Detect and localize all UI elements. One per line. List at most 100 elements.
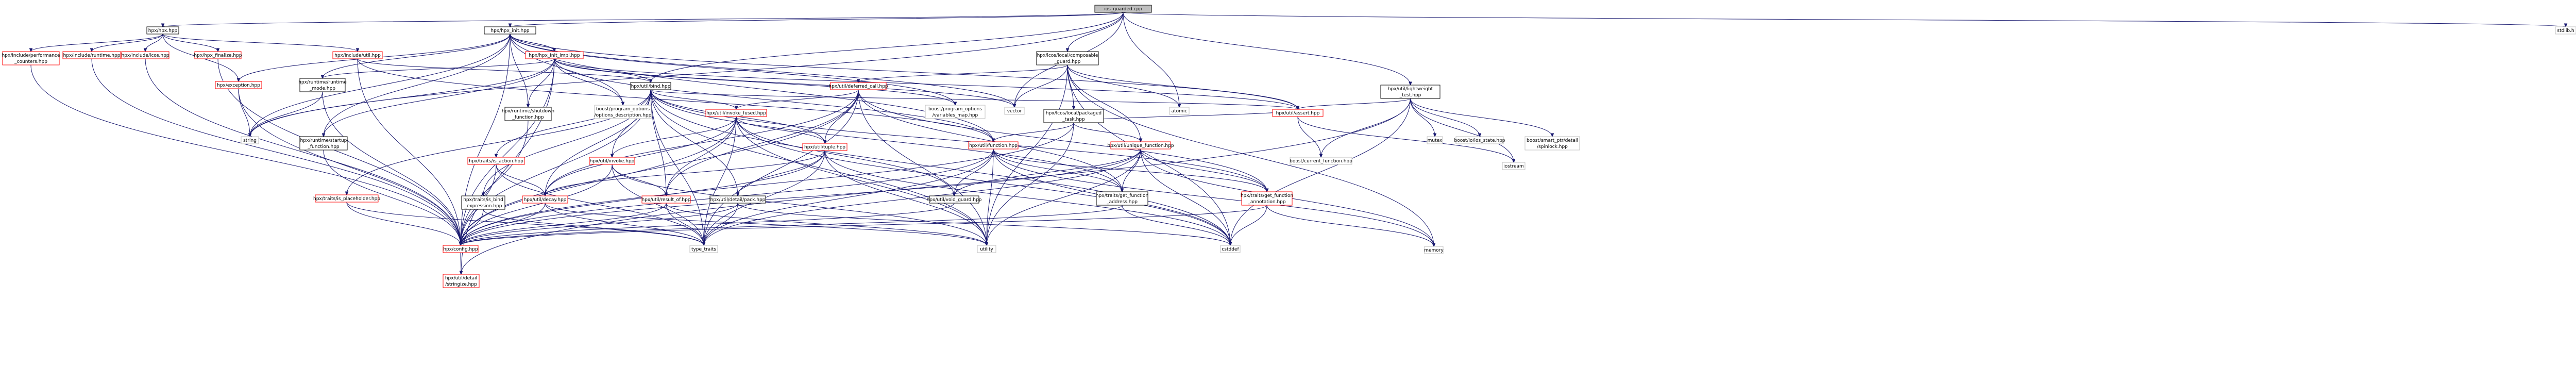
node-decay[interactable]: hpx/util/decay.hpp [522,195,568,204]
node-box [1094,5,1152,13]
node-invoke_fused[interactable]: hpx/util/invoke_fused.hpp [705,109,767,117]
node-box [1524,136,1580,151]
node-stringize[interactable]: hpx/util/detail/stringize.hpp [443,274,480,288]
node-tuple[interactable]: hpx/util/tuple.hpp [802,143,848,151]
node-pack[interactable]: hpx/util/detail/pack.hpp [709,195,766,204]
node-box [641,195,691,204]
node-shutdown_fn[interactable]: hpx/runtime/shutdown_function.hpp [502,107,554,121]
node-label: atomic [1172,109,1188,114]
node-get_fn_addr[interactable]: hpx/traits/get_function_address.hpp [1096,191,1148,206]
node-deferred[interactable]: hpx/util/deferred_call.hpp [828,82,888,90]
edge-get_fn_annot-to-cstddef [1230,205,1267,245]
node-box [830,82,887,90]
node-assert[interactable]: hpx/util/assert.hpp [1272,109,1324,117]
edge-packaged-to-function [993,122,1074,142]
edge-lightweight-to-mutex [1410,98,1435,137]
node-iostream: iostream [1502,162,1526,170]
node-po_varmap: boost/program_options/variables_map.hpp [925,105,986,119]
node-label: /variables_map.hpp [933,113,978,118]
node-void_guard[interactable]: hpx/util/void_guard.hpp [927,195,982,204]
node-label: boost/program_options [928,107,982,112]
node-lcos_inc[interactable]: hpx/include/lcos.hpp [121,51,170,59]
edge-lightweight-to-cstddef [1230,98,1411,245]
node-is_action[interactable]: hpx/traits/is_action.hpp [467,157,525,165]
edge-pack-to-type_traits [704,203,738,245]
node-label: boost/smart_ptr/detail [1527,138,1578,143]
node-label: hpx/include/lcos.hpp [121,53,169,58]
node-perf[interactable]: hpx/include/performance_counters.hpp [2,51,60,65]
edge-lcos_inc-to-config [145,58,461,245]
edge-hpx_init_impl-to-string [250,58,555,137]
node-unique_fn[interactable]: hpx/util/unique_function.hpp [1107,141,1174,150]
node-label: hpx/include/performance [2,53,60,58]
edge-composable-to-cstddef [1067,64,1230,245]
edge-lightweight-to-iostream [1410,98,1514,162]
edge-deferred-to-get_fn_annot [858,89,1267,192]
edge-hpx_init_impl-to-rt_mode [323,58,555,78]
node-config[interactable]: hpx/config.hpp [443,245,479,253]
node-runtime_inc[interactable]: hpx/include/runtime.hpp [62,51,121,59]
node-box [1220,245,1241,253]
node-label: boost/current_function.hpp [1290,159,1352,164]
node-label: stdlib.h [2557,28,2574,34]
edge-decay-to-type_traits [545,203,704,245]
node-label: hpx/include/util.hpp [334,53,381,58]
edge-invoke_fused-to-invoke [612,116,737,157]
node-box [1290,157,1352,165]
edge-result_of-to-type_traits [666,203,704,245]
node-startup_fn[interactable]: hpx/runtime/startup_function.hpp [299,136,348,151]
node-box [1380,85,1440,99]
node-is_placeholder[interactable]: hpx/traits/is_placeholder.hpp [313,194,380,203]
node-rt_mode[interactable]: hpx/runtime/runtime_mode.hpp [298,78,347,92]
edge-function-to-utility [987,148,994,245]
edge-get_fn_annot-to-memory [1266,205,1434,246]
node-exception[interactable]: hpx/exception.hpp [215,81,262,89]
node-function[interactable]: hpx/util/function.hpp [968,141,1019,150]
node-label: hpx/util/invoke.hpp [590,159,635,164]
node-finalize[interactable]: hpx/hpx_finalize.hpp [194,51,242,59]
node-label: _guard.hpp [1054,59,1081,64]
edge-is_placeholder-to-config [346,202,461,245]
node-label: hpx/util/assert.hpp [1276,111,1320,116]
edge-tuple-to-decay [545,150,825,196]
edge-bind-to-get_fn_annot [650,89,1267,192]
node-box [443,274,480,288]
node-lightweight[interactable]: hpx/util/lightweight_test.hpp [1380,85,1440,99]
edge-root-to-atomic [1123,12,1179,107]
node-packaged[interactable]: hpx/lcos/local/packaged_task.hpp [1043,109,1104,123]
edge-packaged-to-unique_fn [1073,122,1141,142]
node-label: hpx/traits/is_placeholder.hpp [313,196,380,202]
edge-bind-to-cstddef [650,89,1230,245]
edge-root-to-stdlib [1123,12,2566,27]
node-result_of[interactable]: hpx/util/result_of.hpp [641,195,691,204]
edge-unique_fn-to-get_fn_addr [1122,148,1141,192]
edge-hpx_init_impl-to-vector [554,58,1014,107]
node-label: hpx/traits/is_bind [463,197,503,203]
node-root[interactable]: ios_guarded.cpp [1094,5,1152,13]
node-composable[interactable]: hpx/lcos/local/composable_guard.hpp [1036,51,1099,65]
node-label: _mode.hpp [309,86,335,91]
node-hpx_init[interactable]: hpx/hpx_init.hpp [484,26,536,35]
node-box [525,51,584,59]
edge-root-to-lightweight [1123,12,1411,85]
edge-shutdown_fn-to-config [461,120,529,245]
edge-rt_mode-to-config [322,91,461,245]
node-get_fn_annot[interactable]: hpx/traits/get_function_annotation.hpp [1241,191,1293,206]
node-type_traits: type_traits [689,245,718,253]
edge-composable-to-unique_fn [1067,64,1141,142]
node-is_bind_expr[interactable]: hpx/traits/is_bind_expression.hpp [461,195,505,210]
node-hpx[interactable]: hpx/hpx.hpp [146,26,179,35]
edge-bind-to-get_fn_addr [650,89,1122,192]
edge-root-to-hpx_init [510,12,1124,27]
edge-composable-to-utility [987,64,1068,245]
edge-get_fn_annot-to-config [461,205,1267,245]
edge-void_guard-to-config [461,203,955,245]
edge-bind-to-assert [650,89,1298,109]
node-label: string [243,138,257,143]
node-bind[interactable]: hpx/util/bind.hpp [630,82,671,90]
edge-hpx_init-to-startup_fn [324,34,511,137]
node-util_inc[interactable]: hpx/include/util.hpp [332,51,383,59]
node-label: hpx/util/decay.hpp [524,197,567,203]
node-invoke[interactable]: hpx/util/invoke.hpp [589,157,635,165]
node-hpx_init_impl[interactable]: hpx/hpx_init_impl.hpp [525,51,584,59]
